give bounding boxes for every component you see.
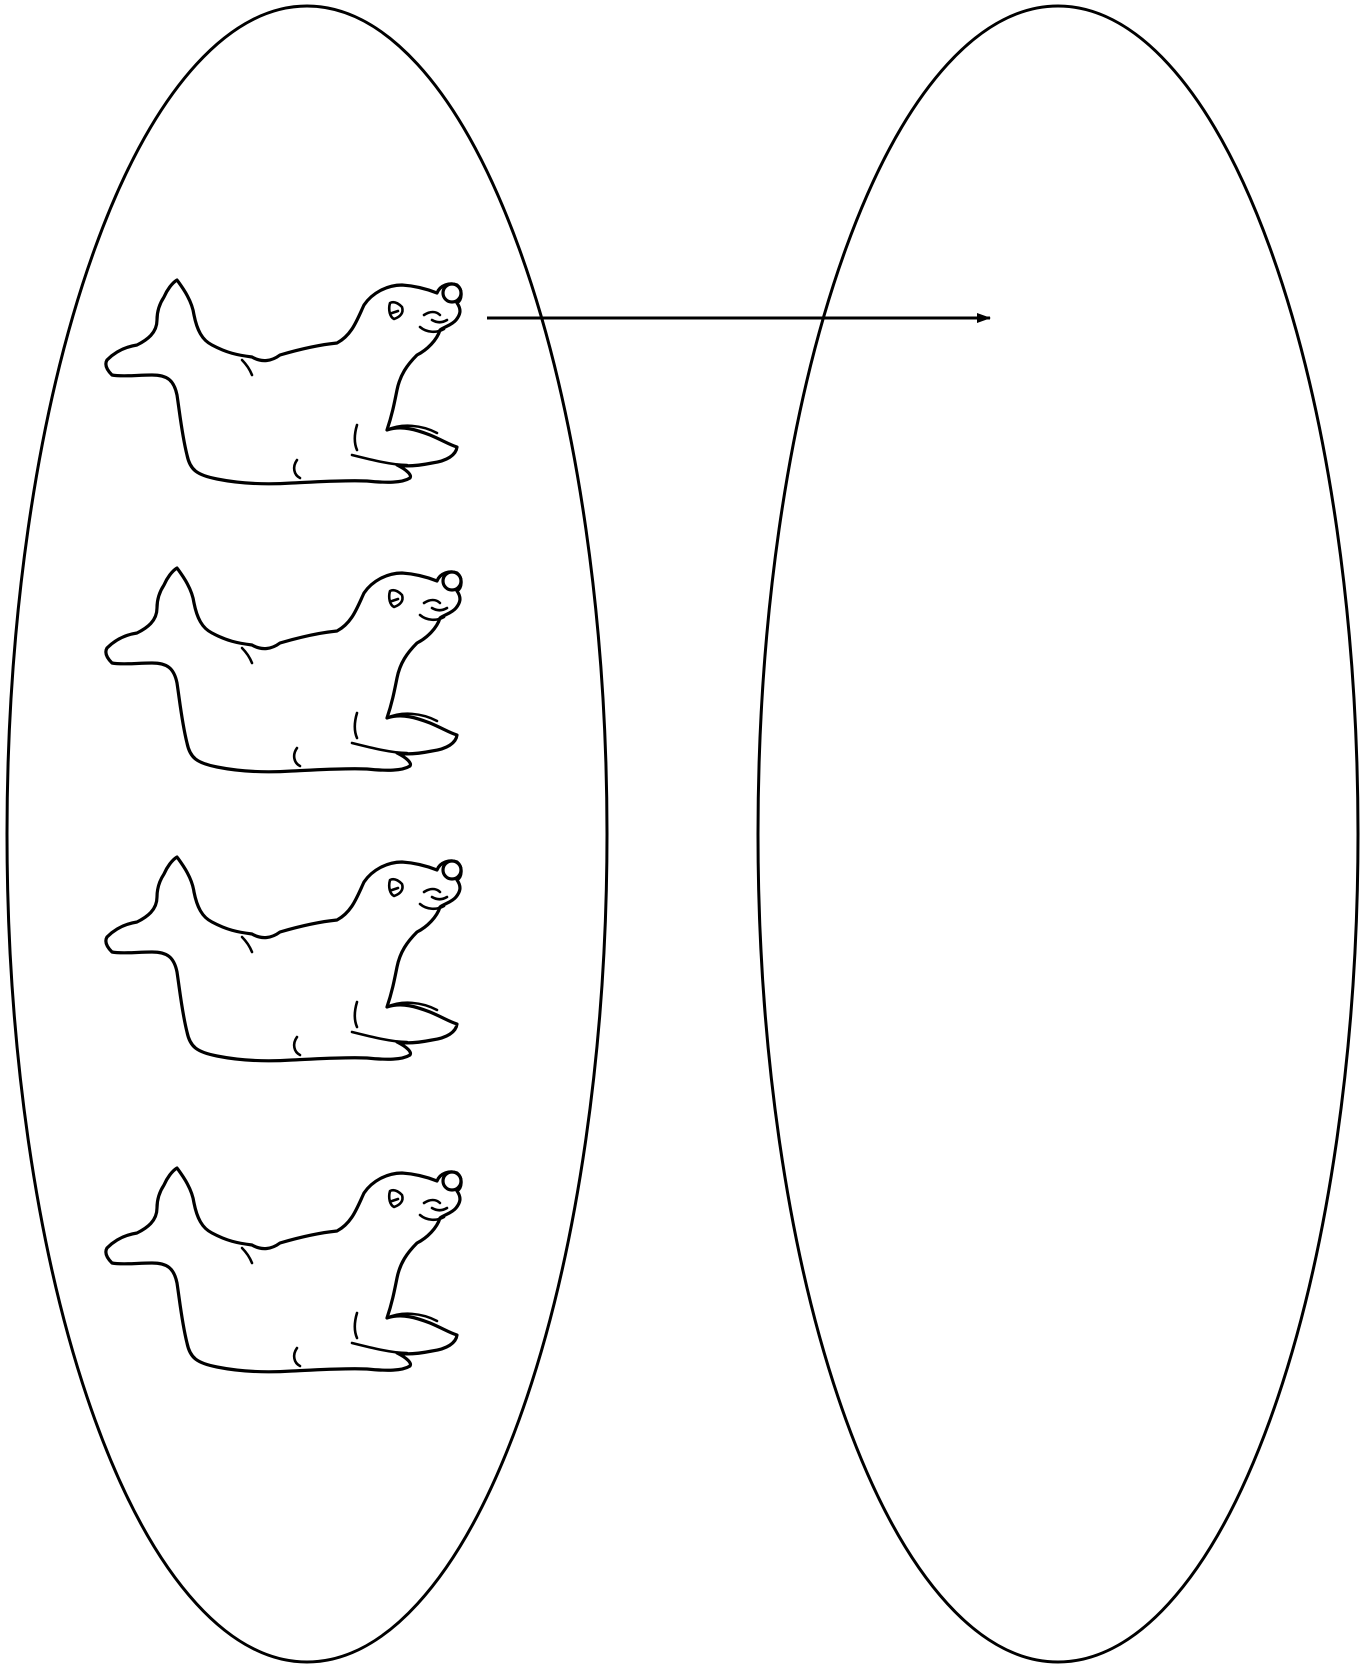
seal-icon xyxy=(104,278,463,486)
right-set-ellipse xyxy=(756,4,1360,1664)
seal-icon xyxy=(104,1166,463,1374)
left-set-ellipse xyxy=(5,4,609,1664)
seal-icon xyxy=(104,855,463,1063)
seal-icon xyxy=(104,566,463,774)
